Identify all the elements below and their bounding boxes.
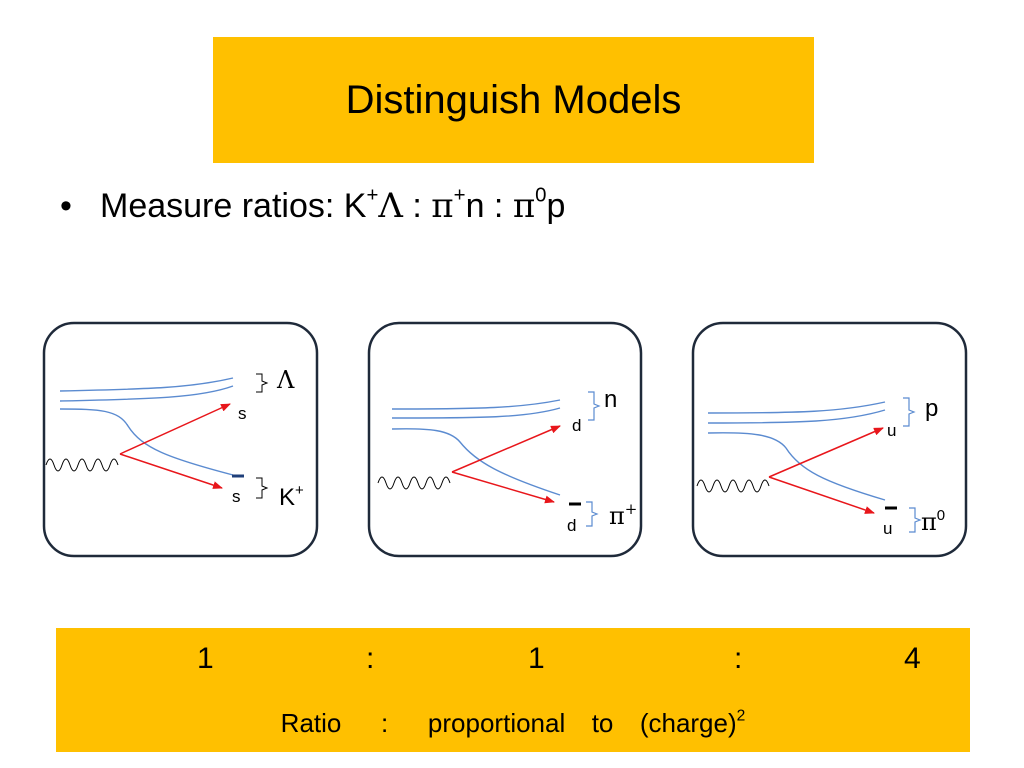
bracket-upper — [256, 373, 269, 393]
upper-quark-label: s — [238, 404, 247, 423]
bullet-sup-1: + — [366, 184, 379, 207]
spectator-quark-line-2 — [59, 385, 234, 402]
lower-hadron-symbol: π — [609, 502, 625, 530]
upper-quark-label: d — [572, 416, 581, 435]
bullet-prefix: Measure ratios: K — [100, 187, 367, 225]
diagram-panel-pi0-p: u u p π0 — [691, 321, 968, 558]
diagram-panel-pi-n: d d n π+ — [367, 321, 643, 558]
spectator-quark-line-1 — [391, 399, 561, 410]
struck-quark-line — [707, 432, 886, 501]
ratio-caption-text: Ratio : proportional to (charge) — [280, 708, 737, 738]
ratio-separator-1: : — [366, 642, 375, 675]
bullet-pi-1: π — [431, 186, 454, 226]
arrow-upper — [451, 425, 561, 473]
bullet-end: p — [546, 187, 566, 225]
lower-quark-label: d — [567, 516, 576, 535]
ratio-box: 1 : 1 : 4 Ratio : proportional to (charg… — [56, 628, 970, 752]
title-box: Distinguish Models — [213, 37, 814, 163]
quark-lines — [391, 399, 561, 496]
lower-hadron-label: π+ — [609, 500, 637, 530]
bracket-lower — [586, 501, 599, 527]
lower-hadron-label: π0 — [921, 507, 945, 536]
spectator-quark-line-1 — [59, 377, 234, 392]
photon-wave — [45, 458, 119, 472]
quark-lines — [59, 377, 234, 476]
ratio-value-1: 1 — [197, 642, 214, 675]
panel-frame — [691, 321, 968, 558]
spectator-quark-line-2 — [391, 407, 561, 419]
bullet-sup-2: + — [453, 184, 466, 207]
diagram-panel-k-lambda: s s Λ K+ — [42, 321, 319, 558]
panel-frame — [42, 321, 319, 558]
bullet-dot: • — [60, 187, 72, 225]
ratio-value-3: 4 — [904, 642, 921, 675]
ratio-caption-exponent: 2 — [736, 707, 746, 725]
arrow-upper — [768, 427, 884, 478]
bullet-sup-3: 0 — [535, 184, 547, 207]
bracket-upper — [903, 397, 916, 427]
upper-hadron-label: p — [925, 395, 938, 422]
ratio-separator-2: : — [734, 642, 743, 675]
bracket-lower — [909, 507, 922, 533]
upper-hadron-label: n — [604, 386, 617, 413]
bullet-measure-ratios: •Measure ratios: K+Λ : π+n : π0p — [60, 186, 565, 226]
bullet-mid: n : — [465, 187, 513, 225]
feynman-diagrams: s s Λ K+ d d n π+ — [42, 321, 968, 558]
struck-quark-line — [59, 408, 234, 476]
ratio-caption: Ratio : proportional to (charge)2 — [56, 708, 970, 739]
lower-hadron-charge: + — [625, 500, 638, 518]
bullet-sep-1: : — [402, 187, 432, 225]
slide-title: Distinguish Models — [345, 77, 682, 122]
spectator-quark-line-1 — [707, 401, 886, 414]
quark-lines — [707, 401, 886, 501]
arrow-upper — [119, 403, 231, 455]
spectator-quark-line-2 — [707, 409, 886, 424]
lower-hadron-charge: + — [295, 482, 304, 499]
lower-quark-label: u — [883, 519, 892, 538]
struck-quark-line — [391, 428, 561, 496]
bullet-lambda: Λ — [378, 186, 403, 226]
ratio-value-2: 1 — [528, 642, 545, 675]
lower-hadron-symbol: K — [279, 484, 295, 511]
photon-wave — [377, 476, 451, 490]
photon-wave — [696, 479, 770, 493]
arrow-lower — [768, 476, 875, 514]
panel-frame — [367, 321, 643, 558]
upper-quark-label: u — [887, 421, 896, 440]
lower-hadron-symbol: π — [921, 508, 937, 536]
upper-hadron-label: Λ — [276, 366, 295, 394]
arrow-lower — [119, 453, 223, 489]
lower-hadron-charge: 0 — [937, 507, 945, 524]
bracket-lower — [256, 477, 269, 499]
lower-quark-label: s — [232, 487, 241, 506]
bullet-pi-2: π — [512, 186, 536, 226]
arrow-lower — [451, 471, 555, 504]
lower-hadron-label: K+ — [279, 482, 304, 511]
bracket-upper — [588, 391, 601, 421]
